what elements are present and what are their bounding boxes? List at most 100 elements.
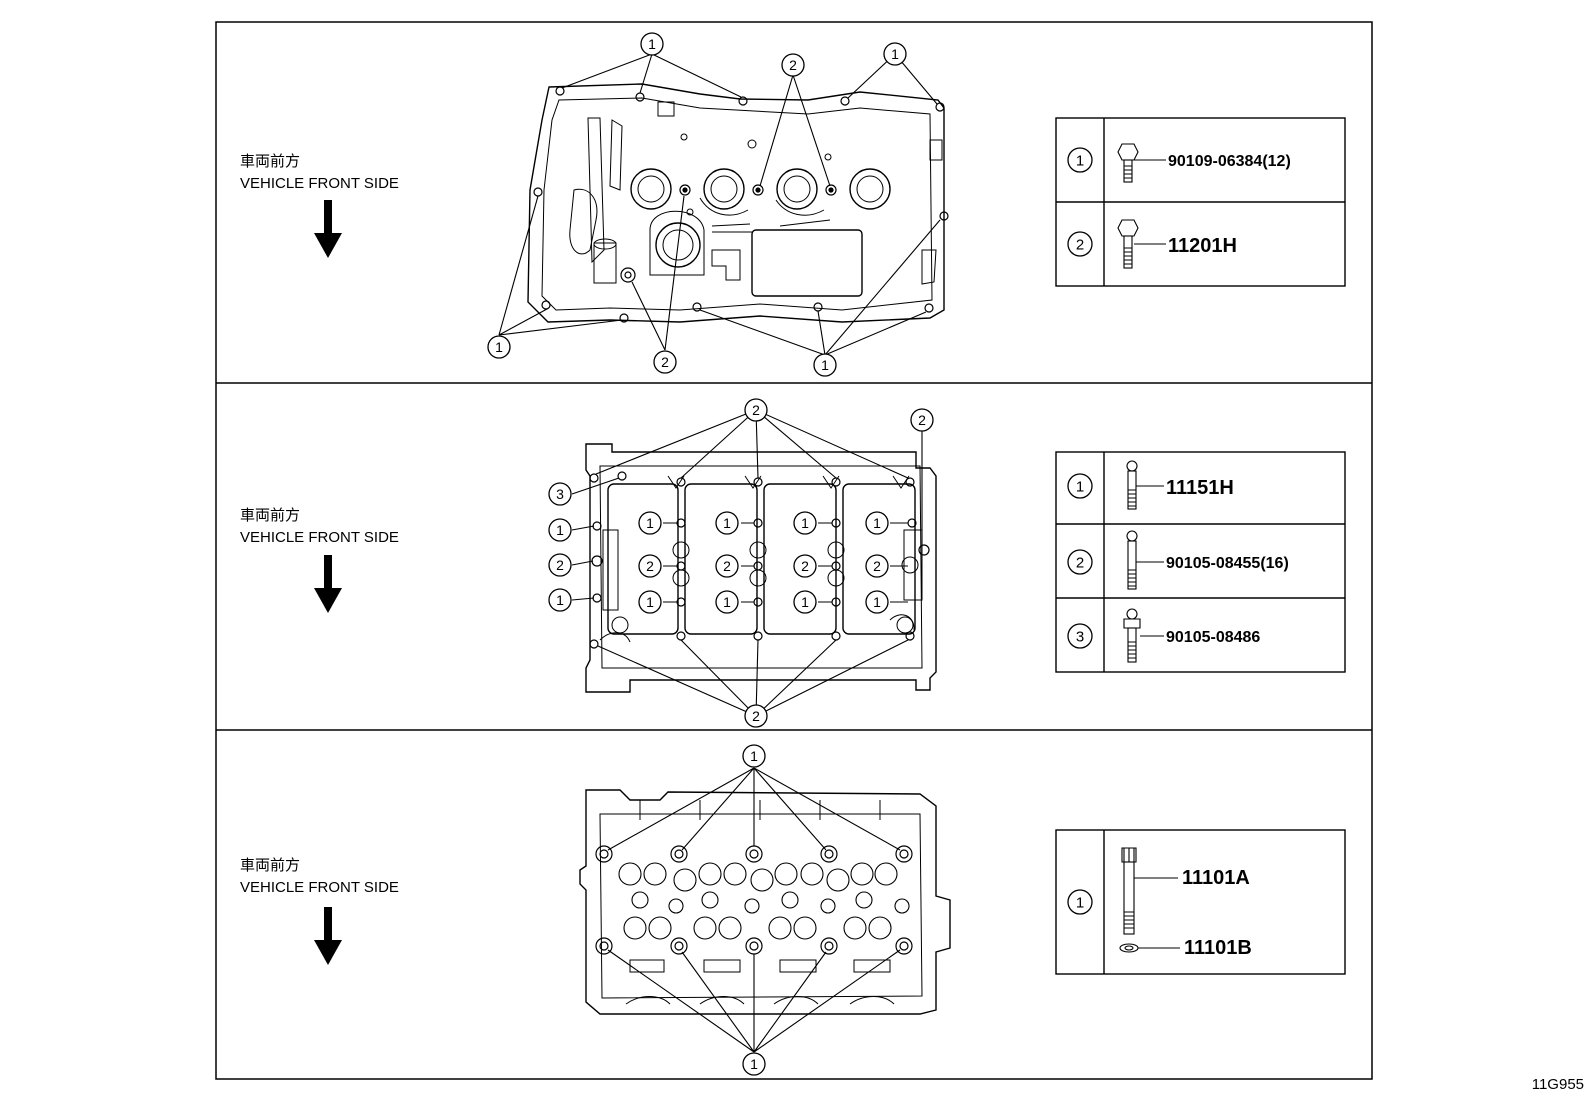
bolt-order-1: 1 xyxy=(793,590,817,614)
callout-1: 1 xyxy=(742,1052,766,1076)
bolt-icon xyxy=(1117,219,1166,269)
svg-text:1: 1 xyxy=(750,1056,758,1072)
direction-label-en: VEHICLE FRONT SIDE xyxy=(240,879,399,896)
svg-text:2: 2 xyxy=(723,558,731,574)
svg-text:1: 1 xyxy=(495,339,503,355)
part-number: 11101A xyxy=(1182,867,1250,889)
part-number: 11201H xyxy=(1168,235,1237,257)
callout-1: 1 xyxy=(813,353,837,377)
leader-lines xyxy=(571,409,923,717)
bolt-icon xyxy=(1117,143,1166,183)
table-number: 2 xyxy=(1067,231,1093,257)
callout-2: 2 xyxy=(744,704,768,728)
bolt-order-1: 1 xyxy=(865,511,889,535)
svg-text:1: 1 xyxy=(873,594,881,610)
part-number: 90105-08486 xyxy=(1166,629,1260,646)
svg-text:1: 1 xyxy=(873,515,881,531)
callout-2: 2 xyxy=(781,53,805,77)
direction-label-jp: 車両前方 xyxy=(240,153,301,170)
svg-text:1: 1 xyxy=(891,46,899,62)
washer-icon xyxy=(1119,943,1180,953)
svg-text:3: 3 xyxy=(556,486,564,502)
bolt-icon xyxy=(1126,530,1164,590)
callout-2: 2 xyxy=(744,398,768,422)
camshaft-housing-outline xyxy=(585,443,937,693)
table-number: 2 xyxy=(1067,549,1093,575)
svg-text:1: 1 xyxy=(801,515,809,531)
part-number: 90109-06384(12) xyxy=(1168,153,1291,170)
bolt-holes xyxy=(533,86,949,323)
svg-text:3: 3 xyxy=(1076,628,1084,645)
svg-text:2: 2 xyxy=(1076,236,1084,253)
part-table-cylinder-head xyxy=(1055,829,1346,975)
bolt-order-2: 2 xyxy=(715,554,739,578)
bolt-order-2: 2 xyxy=(865,554,889,578)
svg-text:1: 1 xyxy=(1076,894,1084,911)
callout-1: 1 xyxy=(640,32,664,56)
bolt-order-1: 1 xyxy=(793,511,817,535)
bearing-cap-bolt-order-labels: 1 1 1 1 2 2 2 2 1 1 1 1 xyxy=(638,511,889,614)
front-arrow xyxy=(314,907,342,965)
bolt-order-2: 2 xyxy=(638,554,662,578)
svg-text:2: 2 xyxy=(918,412,926,428)
bolt-icon xyxy=(1123,608,1164,663)
svg-text:1: 1 xyxy=(723,594,731,610)
panel-bearing-cap-callouts: 2 2 3 1 2 1 2 xyxy=(548,398,934,728)
bolt-order-1: 1 xyxy=(638,590,662,614)
svg-text:1: 1 xyxy=(646,515,654,531)
head-bolt-icon xyxy=(1121,847,1178,935)
svg-text:1: 1 xyxy=(801,594,809,610)
callout-1: 1 xyxy=(883,42,907,66)
callout-2: 2 xyxy=(548,553,572,577)
callout-2: 2 xyxy=(653,350,677,374)
svg-text:1: 1 xyxy=(648,36,656,52)
diagram-frame xyxy=(215,21,1373,1080)
direction-label-jp: 車両前方 xyxy=(240,507,301,524)
svg-text:2: 2 xyxy=(789,57,797,73)
direction-label-en: VEHICLE FRONT SIDE xyxy=(240,529,399,546)
svg-text:2: 2 xyxy=(801,558,809,574)
callout-2: 2 xyxy=(910,408,934,432)
panel-bearing-cap xyxy=(314,409,937,717)
svg-text:2: 2 xyxy=(646,558,654,574)
direction-label-jp: 車両前方 xyxy=(240,857,301,874)
part-table-bearing-cap xyxy=(1055,451,1346,673)
table-number: 1 xyxy=(1067,889,1093,915)
direction-label-en: VEHICLE FRONT SIDE xyxy=(240,175,399,192)
panel-cylinder-head-callouts: 11 xyxy=(742,744,766,1076)
part-table-head-cover xyxy=(1055,117,1346,287)
bolt-order-1: 1 xyxy=(865,590,889,614)
svg-text:2: 2 xyxy=(873,558,881,574)
svg-text:1: 1 xyxy=(821,357,829,373)
callout-1: 1 xyxy=(548,588,572,612)
callout-1: 1 xyxy=(548,518,572,542)
table-number: 3 xyxy=(1067,623,1093,649)
svg-text:2: 2 xyxy=(752,402,760,418)
part-number: 90105-08455(16) xyxy=(1166,555,1289,572)
panel-head-cover-callouts: 1 1 2 1 2 1 xyxy=(487,32,907,377)
bolt-order-1: 1 xyxy=(715,590,739,614)
label-plate xyxy=(751,229,863,297)
svg-text:1: 1 xyxy=(646,594,654,610)
callout-1: 1 xyxy=(742,744,766,768)
panel-cylinder-head xyxy=(314,767,951,1053)
bolt-order-2: 2 xyxy=(793,554,817,578)
svg-text:1: 1 xyxy=(1076,478,1084,495)
callout-1: 1 xyxy=(487,335,511,359)
front-arrow xyxy=(314,200,342,258)
callout-3: 3 xyxy=(548,482,572,506)
svg-text:2: 2 xyxy=(661,354,669,370)
svg-text:1: 1 xyxy=(1076,152,1084,169)
svg-text:2: 2 xyxy=(752,708,760,724)
front-arrow xyxy=(314,555,342,613)
bolt-icon xyxy=(1126,460,1164,510)
svg-text:1: 1 xyxy=(723,515,731,531)
leader-lines xyxy=(607,767,901,1053)
table-number: 1 xyxy=(1067,473,1093,499)
svg-text:2: 2 xyxy=(1076,554,1084,571)
table-number: 1 xyxy=(1067,147,1093,173)
bolt-order-1: 1 xyxy=(638,511,662,535)
panel-head-cover xyxy=(314,53,949,356)
